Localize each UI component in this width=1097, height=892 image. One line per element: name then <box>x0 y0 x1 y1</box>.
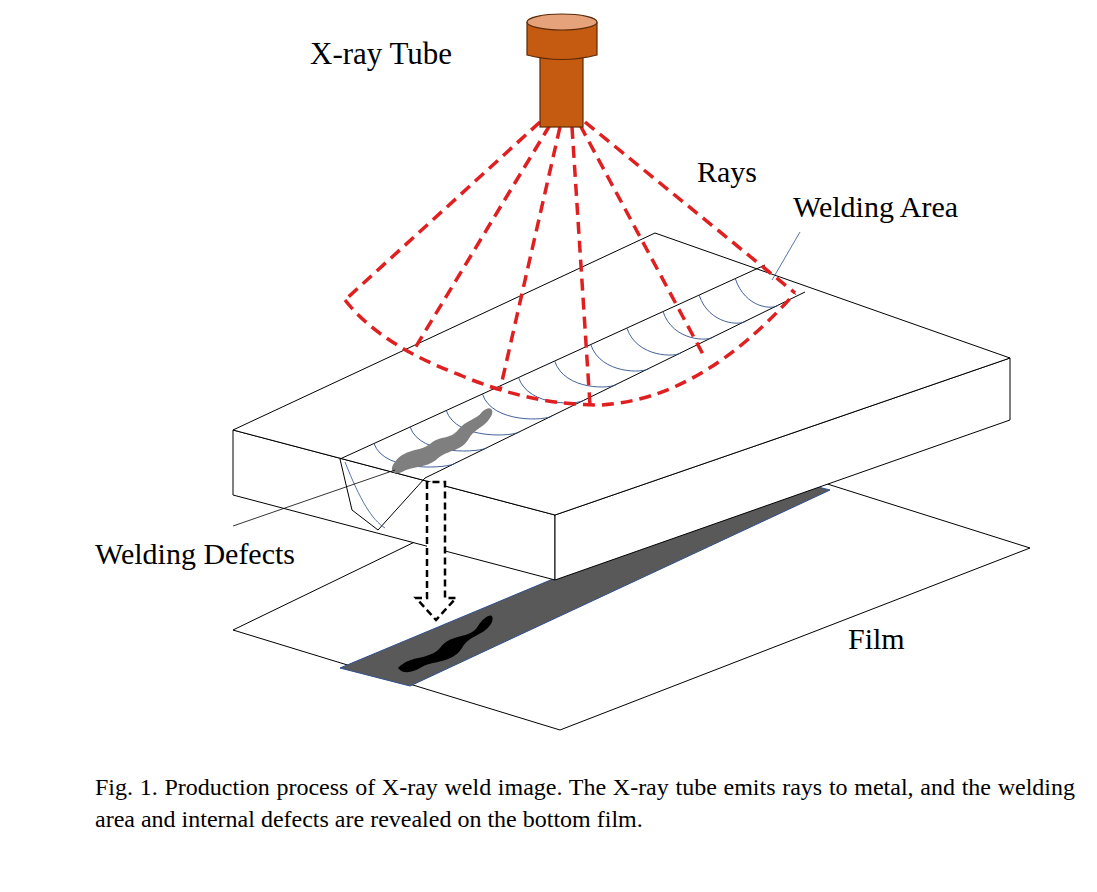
weld-fusion-line <box>345 462 385 528</box>
weld-edge <box>340 265 765 459</box>
weld-groove <box>340 459 425 530</box>
defects-label: Welding Defects <box>95 537 295 572</box>
figure-caption: Fig. 1. Production process of X-ray weld… <box>95 772 1075 835</box>
weld-ripples <box>374 279 778 467</box>
tube-top <box>527 14 597 30</box>
film-label: Film <box>848 622 905 657</box>
leader-line <box>233 470 395 526</box>
tube-body <box>540 55 583 127</box>
weld-ripple <box>663 312 714 340</box>
x-rays <box>345 122 795 405</box>
tube-label: X-ray Tube <box>310 36 452 72</box>
welding-area-label: Welding Area <box>793 190 958 225</box>
weld-ripple <box>699 295 746 323</box>
weld-ripple <box>735 279 778 308</box>
leader-line <box>772 232 800 280</box>
rays-label: Rays <box>697 155 757 190</box>
weld-ripple <box>627 328 682 355</box>
projection-arrow <box>416 482 456 620</box>
film-defect <box>398 616 493 673</box>
weld-ripple <box>591 345 649 371</box>
weld-ripple <box>482 394 552 419</box>
weld-defect <box>392 408 493 473</box>
